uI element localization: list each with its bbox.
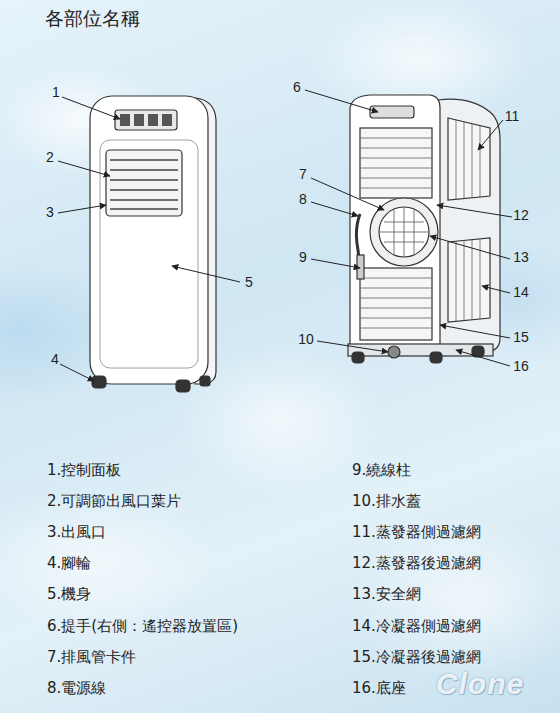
safety-net bbox=[379, 207, 429, 257]
callout-number: 11 bbox=[505, 109, 520, 124]
casters bbox=[92, 376, 210, 392]
callout-number: 3 bbox=[46, 205, 54, 220]
callout-number: 10 bbox=[298, 332, 314, 347]
callout-number: 16 bbox=[513, 359, 529, 374]
leader-lines bbox=[58, 90, 512, 381]
display-digit bbox=[162, 114, 172, 126]
part-list-item: 7.排風管卡件 bbox=[47, 649, 136, 666]
callout-number: 2 bbox=[46, 150, 54, 165]
air-outlet bbox=[106, 150, 182, 216]
callout-number: 14 bbox=[513, 285, 529, 300]
part-list-item: 8.電源線 bbox=[47, 680, 106, 697]
callout-number: 15 bbox=[513, 330, 529, 345]
filter-mesh bbox=[360, 138, 432, 188]
part-list-item: 12.蒸發器後過濾網 bbox=[352, 555, 481, 572]
part-list-item: 3.出風口 bbox=[47, 524, 106, 541]
casters bbox=[352, 346, 484, 363]
callout-number: 12 bbox=[513, 208, 529, 223]
display-digit bbox=[134, 114, 144, 126]
callout-number: 9 bbox=[299, 250, 307, 265]
callout-number: 6 bbox=[293, 80, 301, 95]
back-body bbox=[350, 95, 440, 352]
side-panel bbox=[438, 99, 500, 352]
callout-number: 4 bbox=[51, 352, 59, 367]
callout-number: 1 bbox=[52, 85, 60, 100]
rear-filter bbox=[360, 268, 432, 340]
part-list-item: 11.蒸發器側過濾網 bbox=[352, 524, 481, 541]
side-filter-mesh bbox=[456, 120, 480, 199]
part-list-item: 13.安全網 bbox=[352, 586, 421, 603]
front-body bbox=[90, 96, 208, 384]
control-panel bbox=[115, 110, 177, 130]
rear-filter bbox=[360, 128, 432, 198]
part-list-item: 15.冷凝器後過濾網 bbox=[352, 649, 481, 666]
inner-panel bbox=[100, 140, 198, 368]
side-filter-mesh bbox=[456, 239, 480, 321]
watermark: Clone bbox=[436, 667, 524, 700]
part-list-item: 6.提手(右側：遙控器放置區) bbox=[47, 618, 238, 635]
side-filter bbox=[448, 118, 490, 200]
part-list-item: 10.排水蓋 bbox=[352, 493, 421, 510]
front-unit bbox=[90, 96, 216, 392]
part-list-item: 1.控制面板 bbox=[47, 462, 121, 479]
callout-number: 5 bbox=[245, 275, 253, 290]
cord-post bbox=[357, 255, 364, 279]
part-list-item: 16.底座 bbox=[352, 680, 406, 697]
callout-number: 8 bbox=[299, 192, 307, 207]
side-filter bbox=[448, 238, 490, 322]
part-list-item: 4.腳輪 bbox=[47, 555, 91, 572]
back-unit bbox=[348, 95, 500, 363]
drain-cap bbox=[388, 346, 400, 358]
part-list-item: 5.機身 bbox=[47, 586, 91, 603]
part-list-item: 2.可調節出風口葉片 bbox=[47, 493, 181, 510]
callout-number: 7 bbox=[299, 167, 307, 182]
safety-net-grid bbox=[380, 207, 428, 257]
page-title: 各部位名稱 bbox=[45, 8, 140, 29]
callout-number: 13 bbox=[513, 250, 529, 265]
part-list-item: 9.繞線柱 bbox=[352, 462, 411, 479]
display-digit bbox=[120, 114, 130, 126]
display-digit bbox=[148, 114, 158, 126]
louvres bbox=[110, 160, 178, 209]
part-list-item: 14.冷凝器側過濾網 bbox=[352, 618, 481, 635]
filter-mesh bbox=[360, 278, 432, 328]
